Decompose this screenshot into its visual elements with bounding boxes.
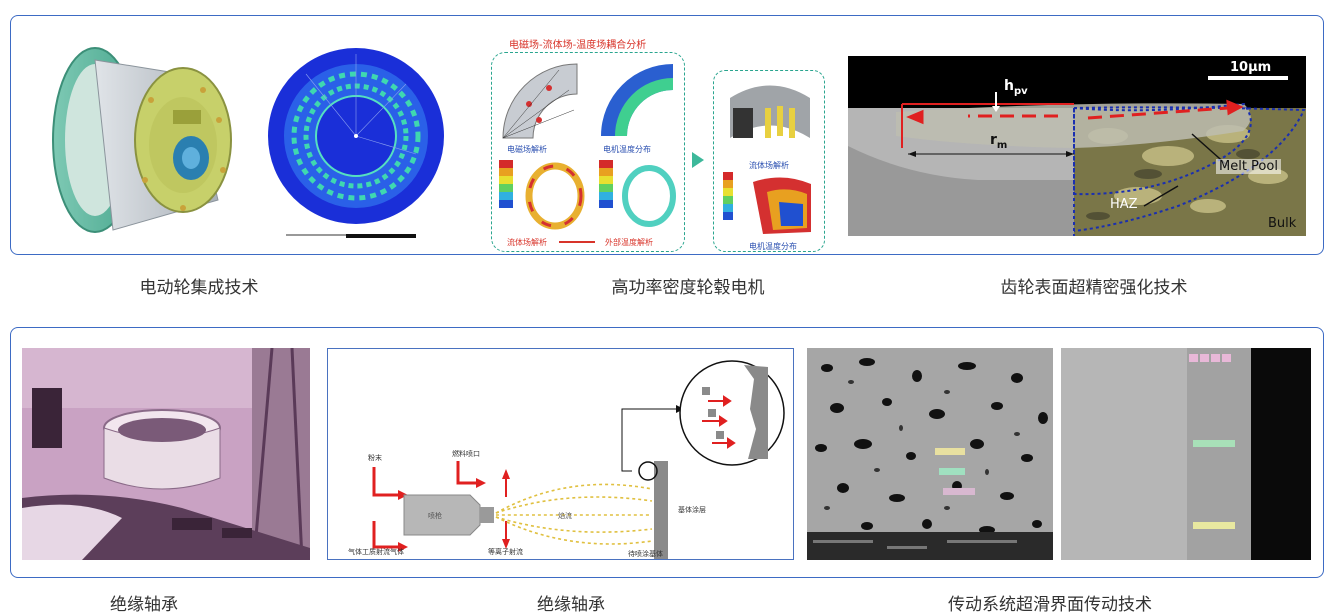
bulk-label: Bulk — [1268, 216, 1297, 231]
motor-fea-image — [266, 44, 446, 244]
fluid-field-label: 流体场解析 — [507, 238, 547, 247]
external-temp-figure — [599, 160, 676, 227]
micrograph-image: 10μm hpv rm Melt Pool HAZ Bulk — [848, 56, 1306, 236]
caption-insulated-bearing-1: 绝缘轴承 — [110, 595, 178, 615]
top-panel: 电磁场-流体场-温度场耦合分析 电磁场解析 电机温度分布 流体场解析 外部温度解… — [10, 15, 1324, 255]
rm-label: rm — [990, 132, 1007, 151]
motor-temp-label: 电机温度分布 — [603, 145, 651, 154]
coupled-analysis-diagram: 电磁场-流体场-温度场耦合分析 电磁场解析 电机温度分布 流体场解析 外部温度解… — [487, 34, 827, 252]
motor-temp-figure — [601, 64, 673, 136]
fluid-3d-label: 流体场解析 — [749, 161, 789, 170]
arrow-right-icon — [692, 152, 704, 168]
em-field-figure — [502, 63, 578, 139]
label-powder: 粉末 — [368, 454, 382, 462]
temp-3d-figure — [723, 172, 811, 234]
sem-porous-image — [807, 348, 1053, 560]
fluid-field-figure — [499, 160, 585, 230]
external-temp-label: 外部温度解析 — [605, 238, 653, 247]
label-torch: 喷枪 — [428, 512, 442, 520]
caption-electric-wheel: 电动轮集成技术 — [139, 278, 259, 298]
label-nozzle: 燃料喷口 — [452, 450, 480, 458]
haz-label: HAZ — [1110, 197, 1138, 212]
scale-bar-label: 10μm — [1230, 60, 1272, 75]
electric-wheel-image — [33, 30, 248, 252]
rm-sub: m — [996, 139, 1008, 151]
bottom-panel: 粉末 气体工质射流气体 喷枪 燃料喷口 等离子射流 焰流 基体涂层 待喷涂基体 — [10, 327, 1324, 578]
hpv-main: h — [1004, 78, 1014, 94]
sem-cross-section-image — [1061, 348, 1311, 560]
label-substrate: 基体涂层 — [678, 506, 706, 514]
label-flame: 焰流 — [558, 512, 572, 520]
caption-gear-surface: 齿轮表面超精密强化技术 — [1000, 278, 1188, 298]
label-base: 待喷涂基体 — [628, 550, 663, 558]
caption-hub-motor: 高功率密度轮毂电机 — [611, 278, 765, 298]
caption-superlubric-transmission: 传动系统超滑界面传动技术 — [948, 595, 1152, 615]
label-gas: 气体工质射流气体 — [348, 548, 404, 556]
plasma-spray-diagram: 粉末 气体工质射流气体 喷枪 燃料喷口 等离子射流 焰流 基体涂层 待喷涂基体 — [327, 348, 794, 560]
arrow-line-icon — [559, 241, 595, 243]
caption-insulated-bearing-2: 绝缘轴承 — [537, 595, 605, 615]
em-field-label: 电磁场解析 — [507, 145, 547, 154]
rm-main: r — [990, 132, 997, 148]
insulated-bearing-photo — [22, 348, 310, 560]
coupled-analysis-title: 电磁场-流体场-温度场耦合分析 — [509, 40, 647, 51]
analysis-dashed-box-right — [713, 70, 825, 252]
label-jet: 等离子射流 — [488, 548, 523, 556]
temp-3d-label: 电机温度分布 — [749, 242, 797, 251]
fluid-3d-figure — [730, 85, 810, 138]
melt-pool-label: Melt Pool — [1216, 159, 1281, 174]
hpv-label: hpv — [1004, 78, 1028, 97]
hpv-sub: pv — [1013, 85, 1028, 97]
analysis-dashed-box-left — [491, 52, 685, 252]
